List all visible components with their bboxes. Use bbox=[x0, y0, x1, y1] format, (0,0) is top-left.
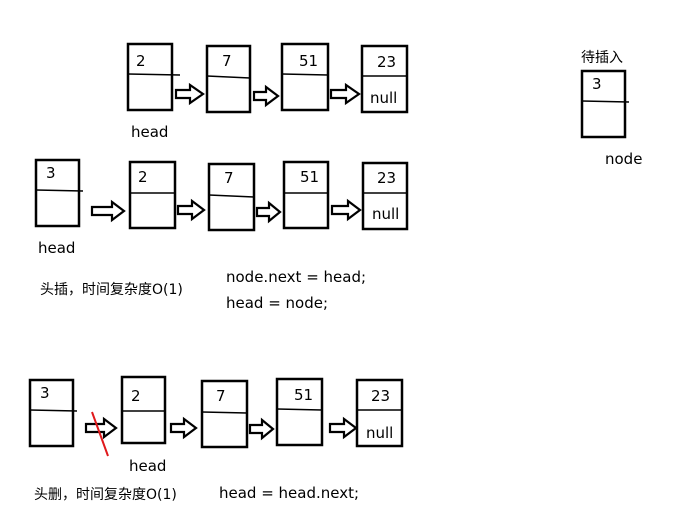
list-node-tail: 23 null bbox=[355, 378, 404, 448]
row2-caption: 头插，时间复杂度O(1) bbox=[40, 281, 183, 298]
arrow-icon bbox=[169, 416, 198, 440]
list-node: 51 bbox=[282, 160, 330, 230]
node-value: 23 bbox=[371, 387, 390, 405]
node-value: 3 bbox=[40, 384, 50, 402]
arrow-icon bbox=[176, 198, 206, 222]
node-value: 3 bbox=[46, 164, 56, 182]
node-value: 7 bbox=[216, 387, 226, 405]
code-line: node.next = head; bbox=[226, 268, 366, 286]
node-value: 51 bbox=[294, 386, 313, 404]
arrow-icon bbox=[255, 200, 282, 224]
list-node: 2 bbox=[126, 42, 181, 112]
node-next: null bbox=[372, 205, 399, 223]
arrow-icon bbox=[84, 416, 118, 440]
arrow-icon bbox=[330, 198, 362, 222]
node-value: 2 bbox=[138, 168, 148, 186]
row3-caption: 头删，时间复杂度O(1) bbox=[34, 486, 177, 503]
node-value: 23 bbox=[377, 53, 396, 71]
arrow-icon bbox=[248, 417, 275, 441]
list-node-tail: 23 null bbox=[360, 44, 409, 114]
row3-list: 3 2 7 51 23 null head bbox=[28, 375, 404, 475]
strike-mark bbox=[91, 411, 109, 457]
node-next: null bbox=[370, 89, 397, 107]
node-value: 51 bbox=[299, 52, 318, 70]
node-next: null bbox=[366, 424, 393, 442]
list-node: 7 bbox=[200, 379, 249, 449]
head-label: head bbox=[38, 239, 75, 257]
list-node: 7 bbox=[207, 162, 256, 232]
list-node: 2 bbox=[128, 160, 177, 230]
list-node: 51 bbox=[280, 42, 330, 112]
list-node: 2 bbox=[120, 375, 167, 445]
row2-list: 3 2 7 51 23 null head bbox=[34, 158, 409, 257]
arrow-icon bbox=[328, 416, 358, 440]
node-value: 7 bbox=[222, 52, 232, 70]
arrow-icon bbox=[90, 199, 126, 223]
list-node: 3 bbox=[34, 158, 84, 228]
list-node: 3 bbox=[28, 378, 78, 448]
head-label: head bbox=[131, 123, 168, 141]
node-value: 3 bbox=[592, 75, 602, 93]
arrow-icon bbox=[252, 84, 280, 108]
node-value: 2 bbox=[136, 52, 146, 70]
list-node: 51 bbox=[275, 377, 324, 447]
list-node: 7 bbox=[205, 44, 252, 114]
row1-list: 2 7 51 23 null head bbox=[126, 42, 409, 141]
pending-title: 待插入 bbox=[581, 50, 623, 66]
pending-node-group: 待插入 3 node bbox=[580, 50, 642, 168]
arrow-icon bbox=[174, 82, 205, 106]
node-value: 7 bbox=[224, 169, 234, 187]
node-value: 23 bbox=[377, 169, 396, 187]
code-line: head = node; bbox=[226, 294, 328, 312]
node-value: 2 bbox=[131, 387, 141, 405]
node-value: 51 bbox=[300, 168, 319, 186]
head-label: head bbox=[129, 457, 166, 475]
list-node-tail: 23 null bbox=[361, 161, 409, 231]
pending-label: node bbox=[605, 150, 642, 168]
arrow-icon bbox=[329, 82, 361, 106]
code-line: head = head.next; bbox=[219, 484, 359, 502]
